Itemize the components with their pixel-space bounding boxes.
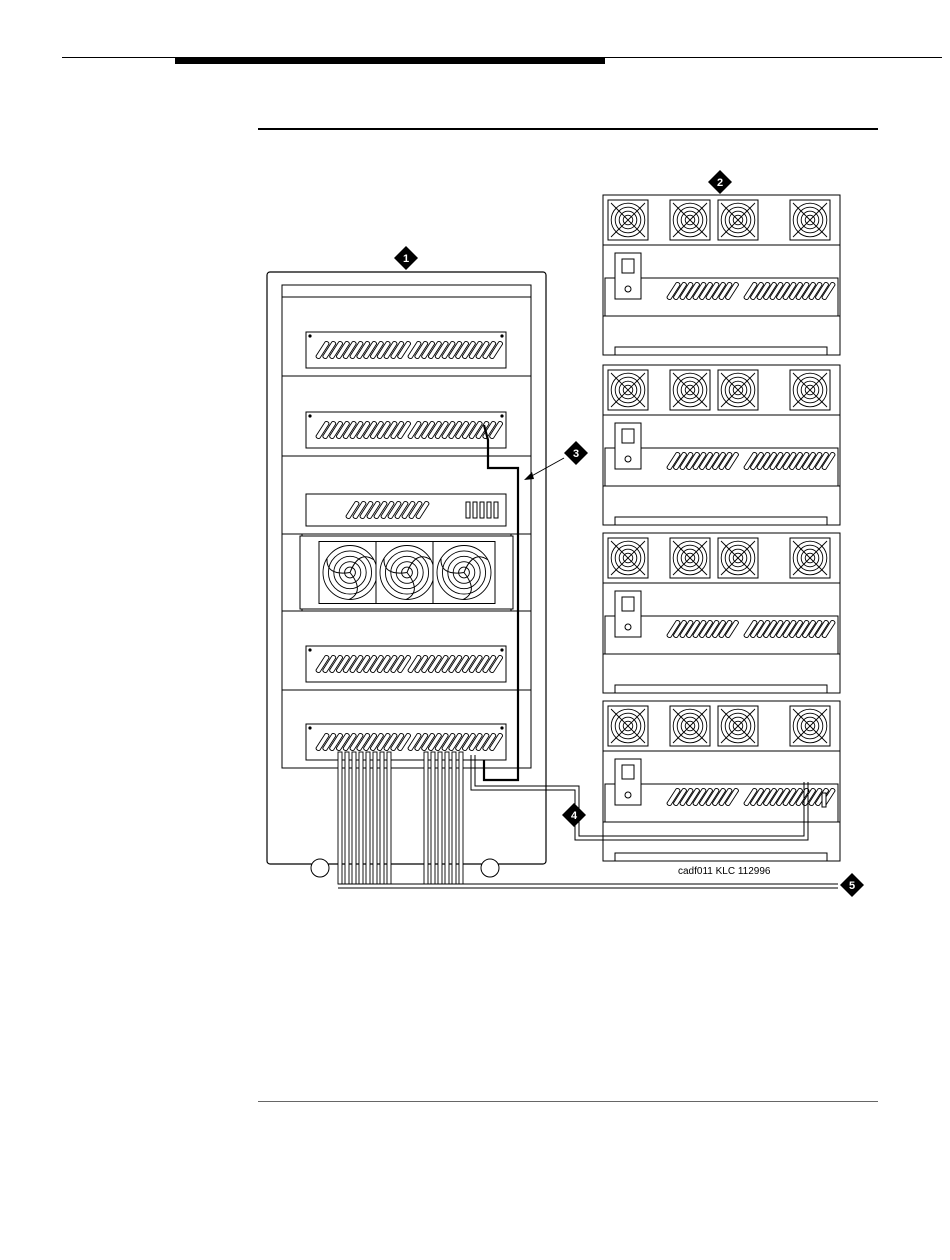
power-switch	[622, 765, 634, 779]
callout-2: 2	[708, 170, 732, 194]
power-switch	[622, 597, 634, 611]
trunk-cable	[452, 752, 456, 884]
screw	[308, 648, 311, 651]
cabinet-top-panel	[282, 285, 531, 297]
expansion-cabinet-stack	[603, 195, 840, 861]
callout-label: 5	[849, 880, 855, 892]
callout-4: 4	[562, 803, 586, 827]
square-fan	[790, 200, 830, 240]
port-block	[487, 502, 491, 518]
square-fan	[790, 370, 830, 410]
carrier	[282, 690, 531, 768]
square-fan	[608, 370, 648, 410]
trunk-cable	[459, 752, 463, 884]
screw	[500, 648, 503, 651]
trunk-cable	[352, 752, 356, 884]
trunk-cable	[431, 752, 435, 884]
power-switch	[622, 429, 634, 443]
expansion-cabinet-foot	[615, 347, 827, 355]
round-fan	[433, 542, 495, 604]
trunk-cable	[345, 752, 349, 884]
cable-port	[822, 793, 826, 807]
port-block	[473, 502, 477, 518]
square-fan	[608, 538, 648, 578]
trunk-cable	[373, 752, 377, 884]
trunk-cable	[387, 752, 391, 884]
square-fan	[670, 370, 710, 410]
square-fan	[608, 200, 648, 240]
power-switch	[622, 259, 634, 273]
port-block	[480, 502, 484, 518]
square-fan	[670, 200, 710, 240]
screw	[500, 414, 503, 417]
trunk-cable	[438, 752, 442, 884]
trunk-cable	[424, 752, 428, 884]
square-fan	[718, 538, 758, 578]
carrier	[282, 611, 531, 690]
square-fan	[670, 538, 710, 578]
screw	[308, 414, 311, 417]
port-block	[466, 502, 470, 518]
round-fan	[376, 542, 438, 604]
carrier	[300, 536, 513, 609]
expansion-cabinet-foot	[615, 853, 827, 861]
expansion-cabinet-foot	[615, 517, 827, 525]
square-fan	[718, 706, 758, 746]
trunk-cable	[366, 752, 370, 884]
carrier	[282, 297, 531, 376]
square-fan	[608, 706, 648, 746]
callout-5: 5	[840, 873, 864, 897]
image-code: cadf011 KLC 112996	[678, 866, 771, 877]
callout-label: 1	[403, 253, 409, 265]
expansion-cabinet	[603, 533, 840, 693]
screw	[308, 334, 311, 337]
screw	[500, 334, 503, 337]
square-fan	[790, 538, 830, 578]
square-fan	[718, 200, 758, 240]
callout-label: 3	[573, 448, 579, 460]
square-fan	[718, 370, 758, 410]
trunk-cable	[380, 752, 384, 884]
trunk-cable	[338, 752, 342, 884]
trunk-cable	[359, 752, 363, 884]
square-fan	[670, 706, 710, 746]
callout-3: 3	[564, 441, 588, 465]
screw	[500, 726, 503, 729]
port-block	[494, 502, 498, 518]
expansion-cabinet	[603, 365, 840, 525]
round-fan	[319, 542, 381, 604]
expansion-cabinet-foot	[615, 685, 827, 693]
callout-label: 4	[571, 810, 578, 822]
screw	[308, 726, 311, 729]
trunk-cable	[445, 752, 449, 884]
caster-right	[481, 859, 499, 877]
callout-1: 1	[394, 246, 418, 270]
carrier	[282, 376, 531, 456]
callout-label: 2	[717, 177, 723, 189]
expansion-cabinet	[603, 195, 840, 355]
expansion-cabinet	[603, 701, 840, 861]
square-fan	[790, 706, 830, 746]
caster-left	[311, 859, 329, 877]
